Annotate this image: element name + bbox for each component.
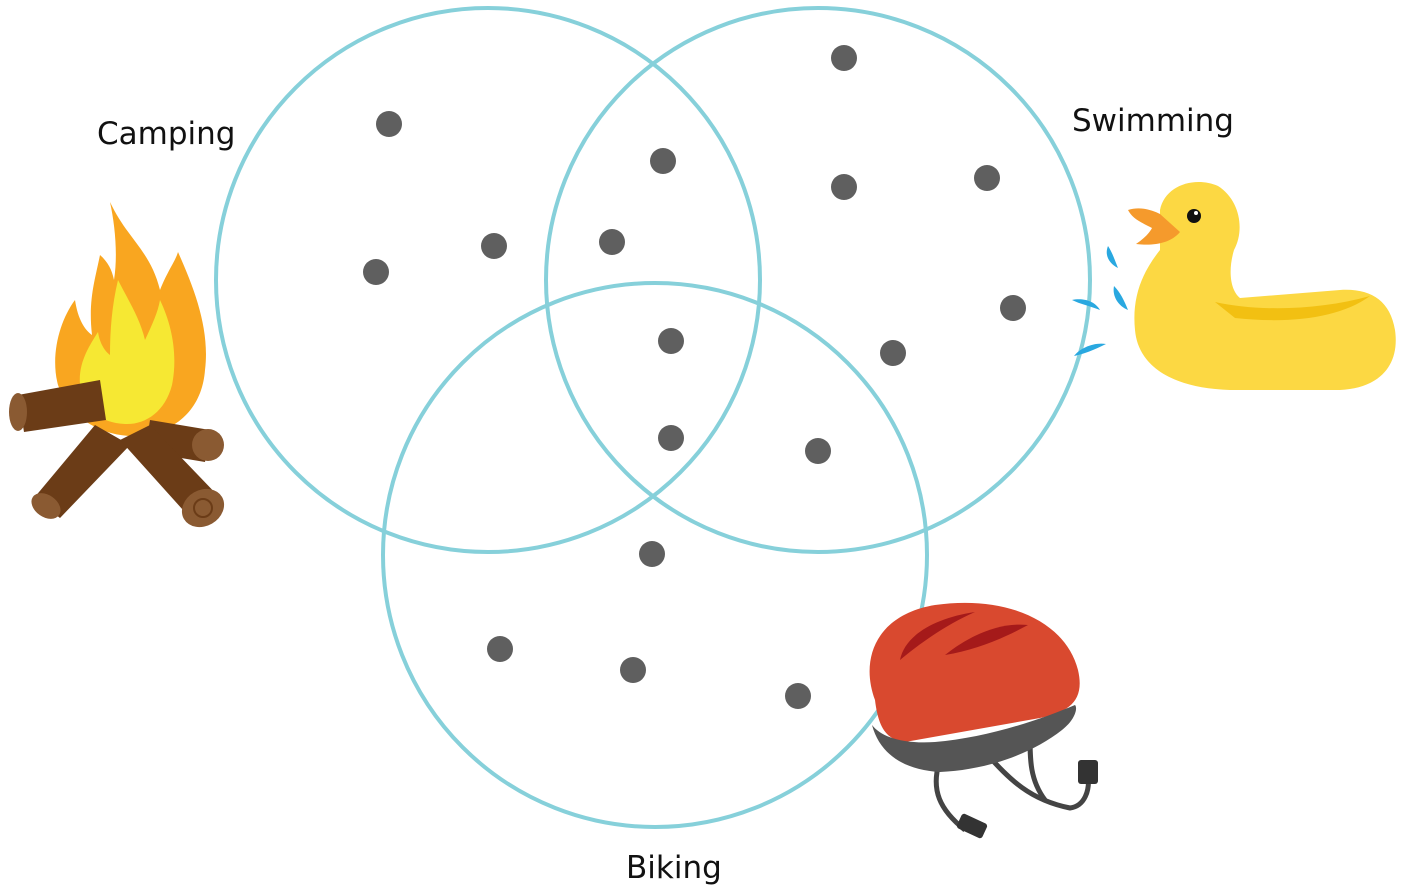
- dot-biking-only: [785, 683, 811, 709]
- campfire-icon: [9, 202, 225, 528]
- venn-dots: [363, 45, 1026, 709]
- venn-circles: [214, 6, 1092, 829]
- dot-swimming-only: [831, 174, 857, 200]
- dot-all-three: [658, 328, 684, 354]
- dot-all-three: [658, 425, 684, 451]
- dot-swimming-only: [974, 165, 1000, 191]
- dot-camping-only: [376, 111, 402, 137]
- rubber-duck-icon: [1072, 181, 1396, 390]
- dot-biking-only: [639, 541, 665, 567]
- dot-swimming-only: [1000, 295, 1026, 321]
- dot-biking-only: [620, 657, 646, 683]
- dot-swimming-biking: [805, 438, 831, 464]
- dot-camping-only: [363, 259, 389, 285]
- biking-circle: [381, 281, 929, 829]
- dot-biking-only: [487, 636, 513, 662]
- bike-helmet-icon: [869, 602, 1098, 839]
- camping-label: Camping: [97, 116, 235, 152]
- camping-circle: [214, 6, 762, 554]
- dot-swimming-only: [880, 340, 906, 366]
- dot-swimming-only: [831, 45, 857, 71]
- biking-label: Biking: [626, 850, 722, 886]
- dot-camping-swimming: [650, 148, 676, 174]
- dot-camping-swimming: [599, 229, 625, 255]
- swimming-circle: [544, 6, 1092, 554]
- swimming-label: Swimming: [1072, 103, 1234, 139]
- dot-camping-only: [481, 233, 507, 259]
